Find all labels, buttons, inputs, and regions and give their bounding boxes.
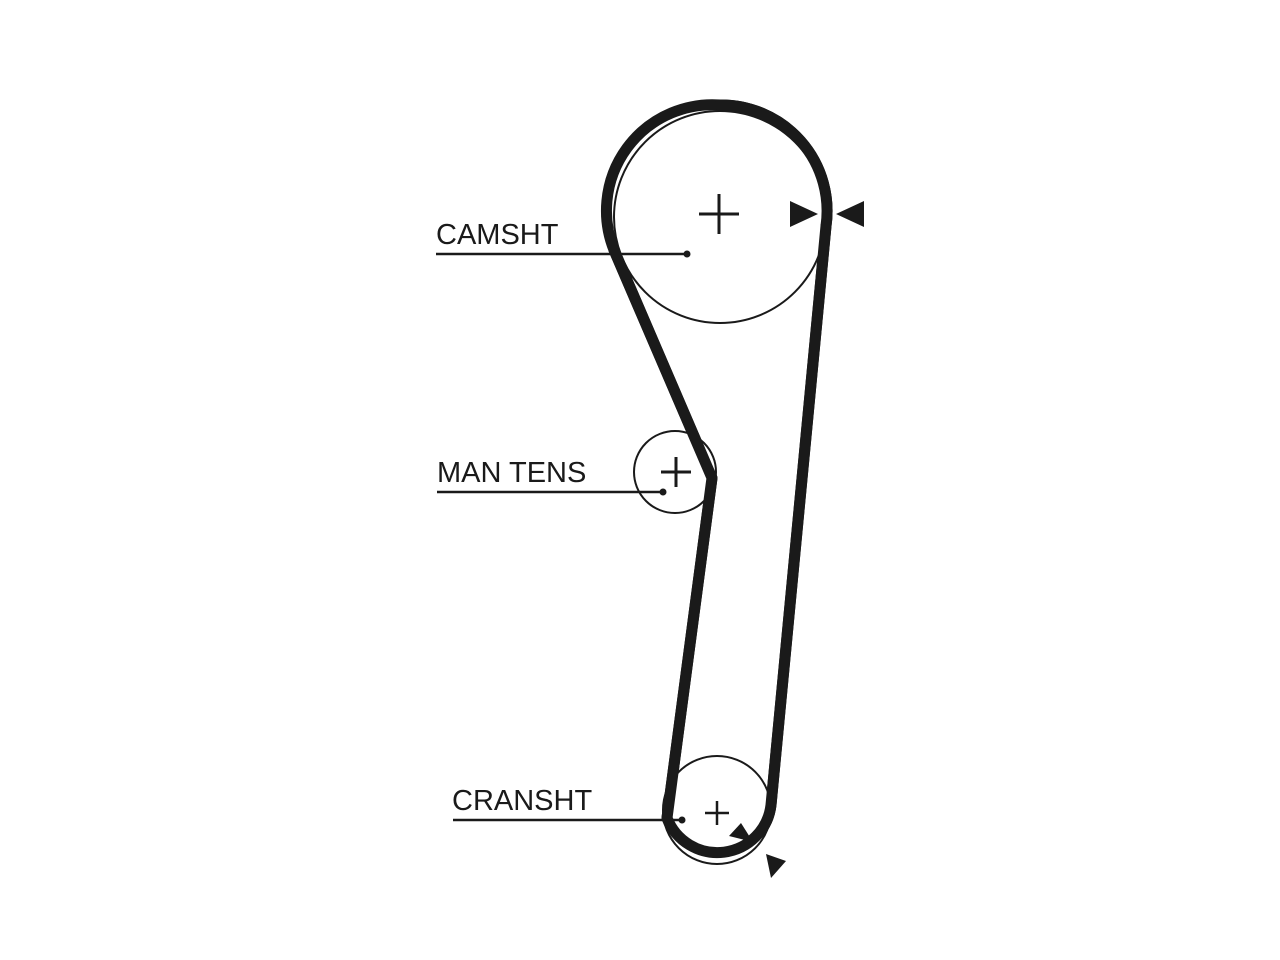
timing-belt-overlay: [608, 220, 832, 859]
camshaft-timing-mark-left-icon: [790, 201, 818, 227]
crankshaft-leader-dot: [678, 816, 686, 824]
crankshaft-timing-mark-inner-icon: [729, 823, 753, 842]
tensioner-center-icon: [661, 457, 691, 487]
camshaft-center-icon: [699, 194, 739, 234]
tensioner-leader-dot: [659, 488, 667, 496]
camshaft-belt-wrap: [714, 99, 833, 232]
crankshaft-center-icon: [705, 801, 729, 825]
crankshaft-label: CRANSHT: [452, 785, 592, 817]
crankshaft-timing-mark-outer-icon: [766, 854, 786, 878]
camshaft-timing-mark-right-icon: [836, 201, 864, 227]
camshaft-leader-dot: [683, 250, 691, 258]
camshaft-label: CAMSHT: [436, 219, 559, 251]
tensioner-label: MAN TENS: [437, 457, 586, 489]
camshaft-pulley: [613, 99, 833, 324]
